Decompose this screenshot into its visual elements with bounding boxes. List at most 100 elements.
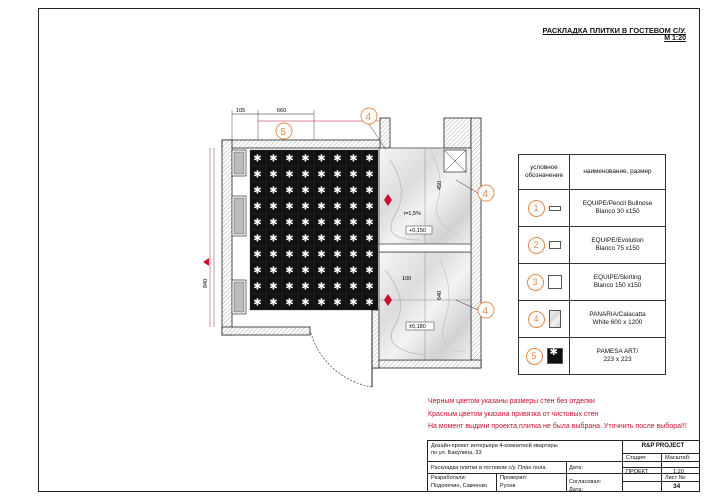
star-tile: ✱ [349, 186, 357, 197]
star-tile: ✱ [349, 218, 357, 229]
star-tile: ✱ [317, 298, 325, 309]
star-tile: ✱ [349, 154, 357, 165]
star-tile: ✱ [333, 234, 341, 245]
dim-840: 840 [203, 279, 209, 288]
star-tile: ✱ [301, 202, 309, 213]
note-tile-choice: На момент выдачи проекта,плитка не была … [428, 423, 687, 431]
level-150: +0,150 [409, 228, 426, 234]
star-tile: ✱ [317, 218, 325, 229]
star-tile: ✱ [333, 250, 341, 261]
star-tile: ✱ [253, 218, 261, 229]
svg-text:4: 4 [366, 112, 372, 123]
star-tile: ✱ [253, 154, 261, 165]
star-tile: ✱ [333, 202, 341, 213]
star-tile: ✱ [285, 186, 293, 197]
star-tile: ✱ [253, 250, 261, 261]
star-tile: ✱ [269, 234, 277, 245]
star-tile: ✱ [253, 266, 261, 277]
developers-label: Разработали: [431, 475, 467, 481]
star-tile: ✱ [285, 202, 293, 213]
title-block: Дизайн-проект интерьера 4-комнатной квар… [427, 440, 700, 493]
notes: Черным цветом указаны размеры стен без о… [428, 396, 687, 434]
marble-swatch-icon [548, 310, 561, 328]
star-tile: ✱ [365, 282, 373, 293]
star-tile: ✱ [301, 186, 309, 197]
sheet-title: РАСКЛАДКА ПЛИТКИ В ГОСТЕВОМ С/У. [542, 26, 686, 35]
star-tile: ✱ [301, 298, 309, 309]
star-tile: ✱ [317, 234, 325, 245]
levels: i=1,5% +0,150 ±0,180 [404, 211, 435, 331]
dim-660: 660 [277, 108, 286, 114]
dim-105: 105 [236, 108, 245, 114]
star-tile: ✱ [269, 186, 277, 197]
star-tile: ✱ [285, 298, 293, 309]
star-tile: ✱ [301, 234, 309, 245]
star-tile: ✱ [349, 298, 357, 309]
sheet-frame [38, 8, 700, 492]
star-tile: ✱ [333, 266, 341, 277]
sheet-scale: М 1:20 [664, 35, 686, 42]
star-tile: ✱ [333, 154, 341, 165]
date-label: Дата: [569, 465, 583, 471]
level-180: ±0,180 [409, 324, 426, 330]
star-tile: ✱ [253, 234, 261, 245]
walls [221, 117, 482, 369]
star-tile: ✱ [269, 250, 277, 261]
stage-label: Стадия: [626, 455, 647, 461]
star-tile: ✱ [301, 218, 309, 229]
note-black-dims: Черным цветом указаны размеры стен без о… [428, 398, 595, 405]
legend-header-name: наименование, размер [569, 154, 666, 190]
star-tile: ✱ [349, 202, 357, 213]
star-tile: ✱ [365, 170, 373, 181]
legend-header-symbol: условное обозначение [518, 154, 570, 190]
stage-value: ПРОЕКТ [626, 469, 649, 475]
fixtures [231, 149, 247, 315]
star-tile: ✱ [333, 186, 341, 197]
star-tile-grid: ✱ ✱ ✱ ✱ ✱ ✱ ✱ ✱ ✱ ✱ ✱ ✱ ✱ ✱ ✱ ✱ ✱ ✱ ✱ ✱ ✱ ✱ ✱ ✱ ✱ ✱ ✱ ✱ ✱ ✱ ✱ ✱ ✱ ✱ ✱ ✱ ✱ ✱ ✱ ✱… [249, 149, 379, 311]
star-tile: ✱ [333, 218, 341, 229]
star-tile: ✱ [333, 170, 341, 181]
star-tile: ✱ [349, 234, 357, 245]
star-tile: ✱ [365, 266, 373, 277]
star-tile: ✱ [349, 282, 357, 293]
star-tile: ✱ [349, 266, 357, 277]
pencil-swatch-icon [548, 205, 561, 211]
star-tile: ✱ [317, 266, 325, 277]
marble-zone [378, 147, 472, 361]
star-tile: ✱ [285, 218, 293, 229]
star-tile: ✱ [317, 154, 325, 165]
star-tile: ✱ [365, 154, 373, 165]
star-tile: ✱ [365, 218, 373, 229]
star-tile: ✱ [253, 186, 261, 197]
star-tile: ✱ [365, 250, 373, 261]
star-tile: ✱ [253, 282, 261, 293]
sheet-no-label: Лист №: [665, 475, 687, 481]
note-red-dims: Красным цветом указана привязка от чисто… [428, 410, 599, 418]
company-name: R&P PROJECT [641, 443, 685, 449]
star-tile: ✱ [365, 234, 373, 245]
star-tile: ✱ [285, 282, 293, 293]
svg-text:4: 4 [483, 306, 489, 317]
star-tile: ✱ [317, 282, 325, 293]
dimensions: 105 660 840 450 100 640 [203, 108, 443, 327]
star-tile: ✱ [285, 170, 293, 181]
star-tile: ✱ [253, 298, 261, 309]
star-tile: ✱ [269, 154, 277, 165]
developers: Подопечин, Савченко [431, 483, 488, 489]
sheet-name: Раскладка плитки в гостевом с/у. План по… [431, 465, 548, 471]
callout-5 [275, 122, 293, 140]
star-tile: ✱ [317, 186, 325, 197]
star-tile: ✱ [317, 202, 325, 213]
door-swing [309, 310, 373, 388]
star-tile: ✱ [269, 266, 277, 277]
evolution-swatch-icon [548, 241, 561, 249]
slope-label: i=1,5% [404, 211, 421, 217]
star-tile: ✱ [333, 298, 341, 309]
sheet-no: 34 [673, 483, 681, 490]
checked-label: Проверил: [500, 475, 528, 481]
